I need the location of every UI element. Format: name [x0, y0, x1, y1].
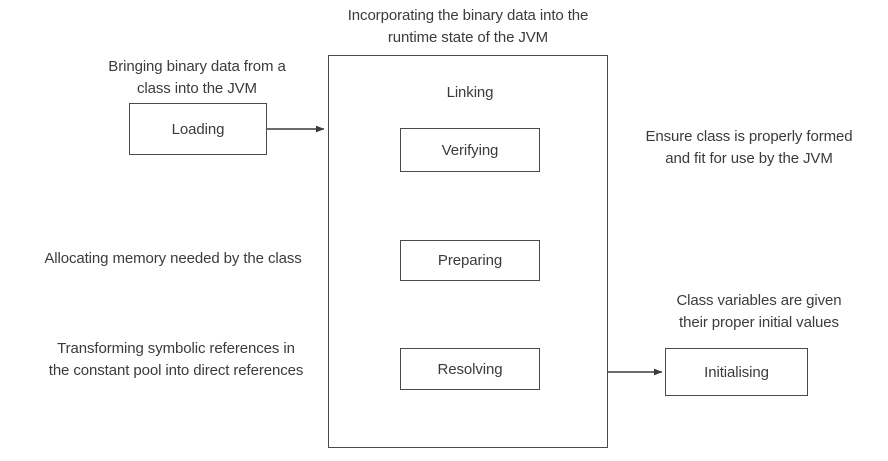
caption-initialising: Class variables are given their proper i… — [676, 292, 842, 331]
node-loading: Loading — [129, 103, 267, 155]
caption-loading: Bringing binary data from a class into t… — [108, 58, 286, 97]
node-initialising: Initialising — [665, 348, 808, 396]
node-preparing: Preparing — [400, 240, 540, 281]
caption-verifying: Ensure class is properly formed and fit … — [645, 128, 853, 167]
diagram-title-caption: Incorporating the binary data into the r… — [347, 7, 589, 46]
node-verifying: Verifying — [400, 128, 540, 172]
caption-resolving: Transforming symbolic references in the … — [48, 340, 304, 379]
caption-preparing: Allocating memory needed by the class — [44, 250, 302, 267]
node-resolving: Resolving — [400, 348, 540, 390]
linking-group-label: Linking — [446, 84, 494, 101]
